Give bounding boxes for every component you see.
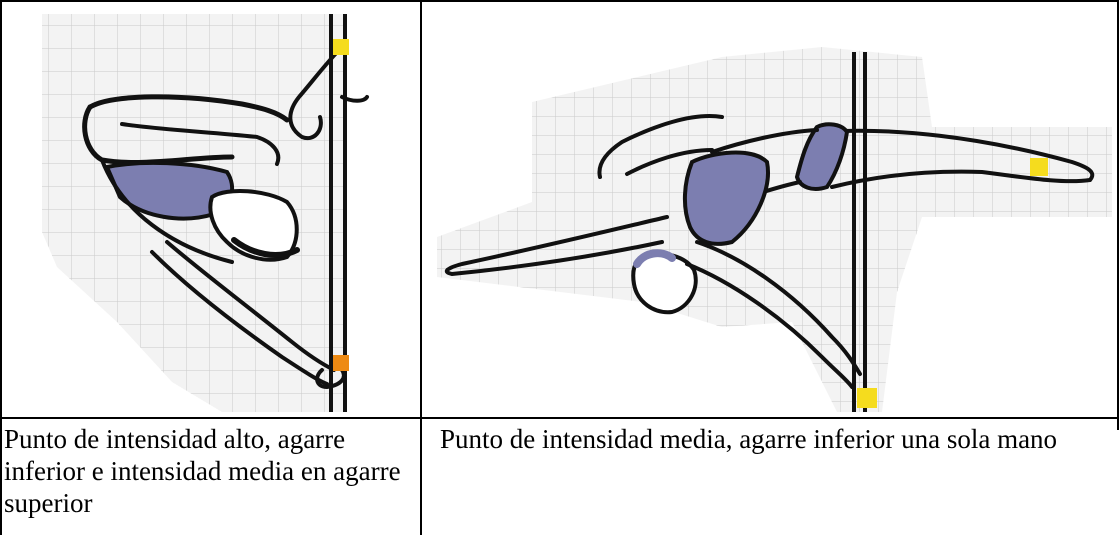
caption-left: Punto de intensidad alto, agarre inferio… <box>4 424 401 518</box>
high-intensity-marker <box>333 355 349 371</box>
figure-cell-right <box>422 2 1117 417</box>
medium-intensity-marker <box>857 388 877 408</box>
table-divider-vertical <box>420 0 422 535</box>
table-border-top <box>0 0 1119 2</box>
pole-pose-illustration-right <box>437 47 1112 412</box>
medium-intensity-marker <box>1030 158 1048 176</box>
pole-pose-illustration-left <box>42 14 369 412</box>
medium-intensity-marker <box>333 39 349 55</box>
table-divider-horizontal <box>0 417 1119 419</box>
table-border-left <box>0 0 2 535</box>
caption-right: Punto de intensidad media, agarre inferi… <box>440 424 1058 454</box>
outfit-shape <box>794 122 850 191</box>
table-border-right <box>1117 0 1119 430</box>
outfit-shape <box>682 150 770 246</box>
figure-cell-left <box>2 2 420 417</box>
grid-background <box>437 47 1112 412</box>
